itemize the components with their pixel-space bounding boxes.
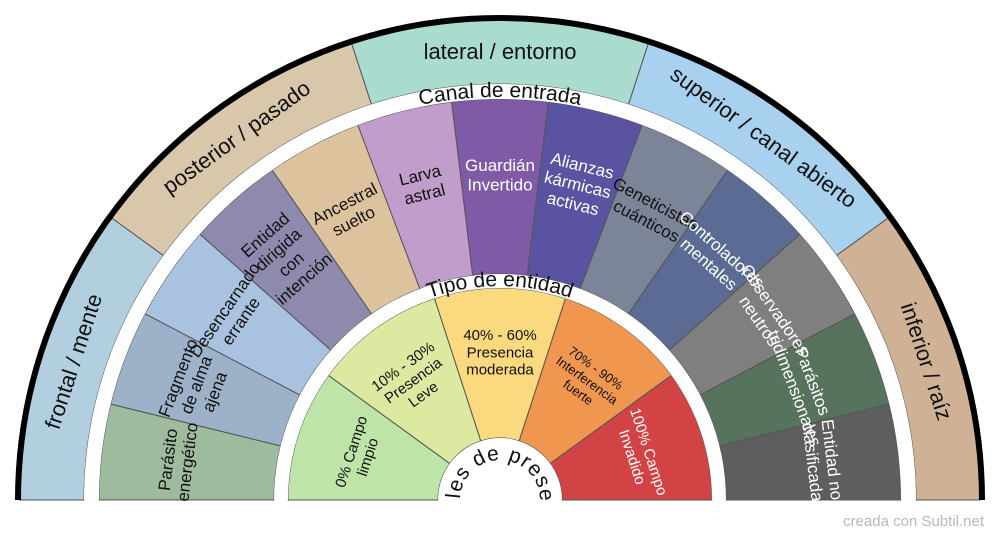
segments-layer xyxy=(19,19,981,501)
band-layer xyxy=(15,15,985,501)
center-hub xyxy=(438,438,562,500)
credit-text: creada con Subtil.net xyxy=(843,513,984,530)
outer-rim xyxy=(15,15,985,501)
outer-label-2: lateral / entorno xyxy=(424,39,577,64)
